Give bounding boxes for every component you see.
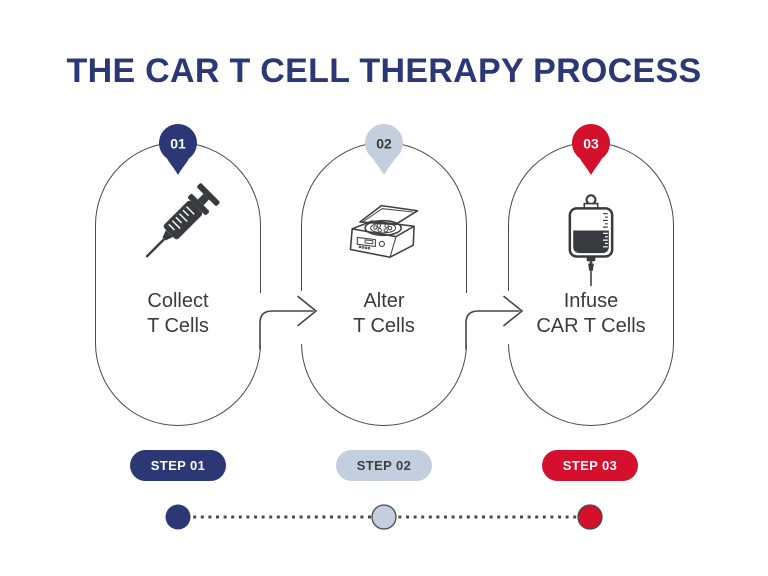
step-number-1: 01 — [170, 136, 186, 152]
syringe-icon — [145, 183, 220, 258]
step-card-1: 01 Collect T Cells — [95, 124, 261, 426]
iv-bag-icon — [568, 194, 614, 287]
step-pill-2: STEP 02 — [336, 450, 432, 481]
timeline-dot-2 — [371, 504, 397, 530]
step-label-1: Collect T Cells — [147, 290, 209, 337]
step-card-3: 03 Infuse CAR T Cells — [508, 124, 674, 426]
step-number-pin-3: 03 — [572, 124, 610, 175]
step-label-3: Infuse CAR T Cells — [536, 290, 646, 337]
step-pill-1: STEP 01 — [130, 450, 226, 481]
timeline — [165, 504, 603, 530]
page-title: THE CAR T CELL THERAPY PROCESS — [66, 52, 702, 90]
centrifuge-icon — [349, 204, 419, 258]
step-card-2: 02 — [301, 124, 467, 426]
step-label-2: Alter T Cells — [353, 290, 415, 337]
step-pill-3: STEP 03 — [542, 450, 638, 481]
step-number-3: 03 — [583, 136, 599, 152]
timeline-dot-1 — [165, 504, 191, 530]
step-number-pin-1: 01 — [159, 124, 197, 175]
timeline-dot-3 — [577, 504, 603, 530]
step-number-2: 02 — [376, 136, 392, 152]
step-number-pin-2: 02 — [365, 124, 403, 175]
